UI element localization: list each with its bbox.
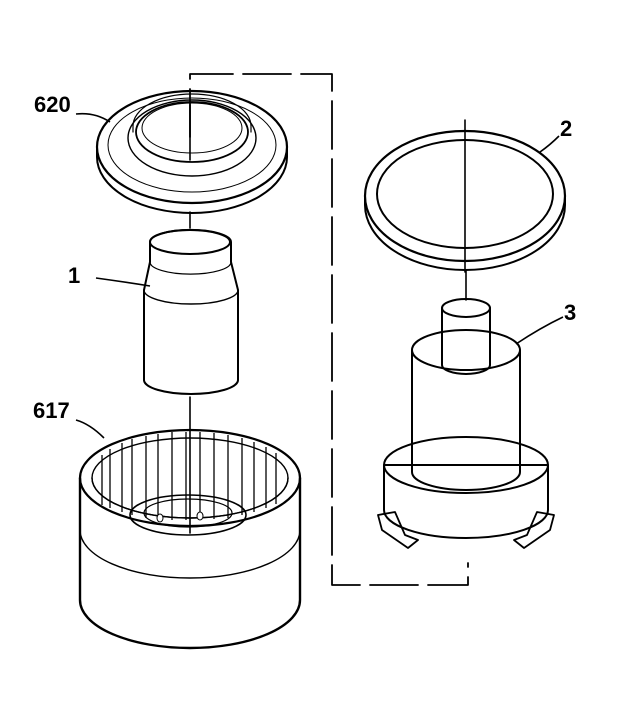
alignment-connector <box>189 73 469 586</box>
part-1-installer <box>143 228 239 395</box>
part-617-housing <box>78 428 302 650</box>
leader-2 <box>539 135 560 153</box>
leader-617 <box>75 419 105 439</box>
leader-3 <box>515 316 564 345</box>
part-620-washer <box>95 89 289 214</box>
leader-620 <box>75 112 111 123</box>
callout-1: 1 <box>68 263 80 288</box>
leader-1 <box>95 277 151 287</box>
callout-2: 2 <box>560 116 572 141</box>
leader-lines <box>75 112 564 439</box>
callout-3: 3 <box>564 300 576 325</box>
part-3-installer-tool <box>377 298 555 549</box>
callout-620: 620 <box>34 92 71 117</box>
callout-617: 617 <box>33 398 70 423</box>
